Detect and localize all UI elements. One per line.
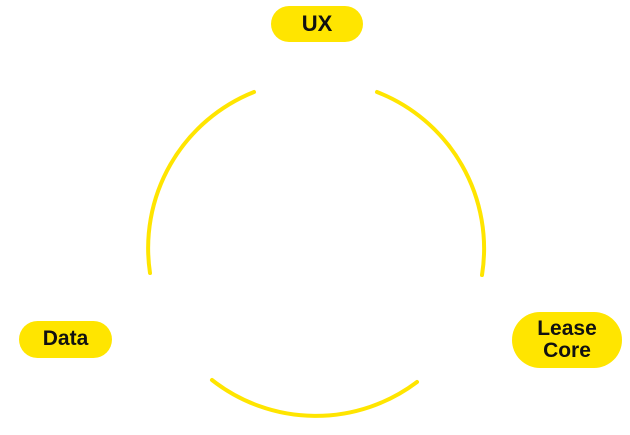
node-lease-core-line1: Lease [537, 316, 597, 340]
cycle-arc-ux-lease [375, 90, 487, 277]
cycle-arc-ux-data [146, 90, 256, 275]
node-ux-label: UX [301, 11, 333, 37]
node-ux: UX [271, 6, 363, 42]
node-data-label: Data [42, 327, 89, 351]
node-lease-core-line2: Core [543, 339, 591, 362]
node-data: Data [19, 321, 112, 358]
node-lease-core-label: Lease Core [537, 316, 597, 362]
node-lease-core: Lease Core [512, 312, 622, 368]
cycle-arc-data-lease [210, 378, 419, 418]
